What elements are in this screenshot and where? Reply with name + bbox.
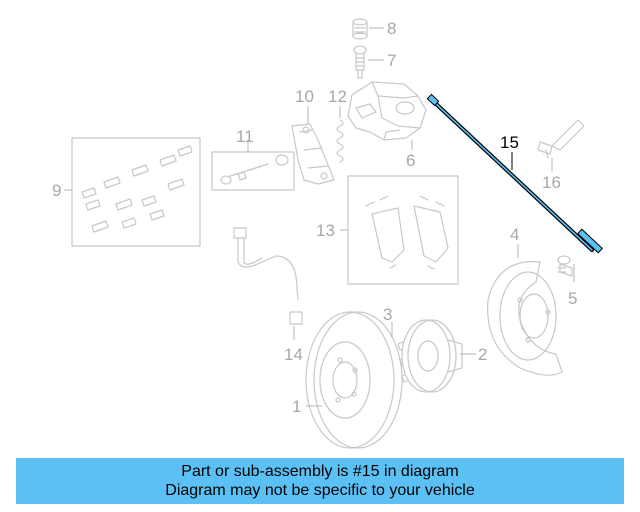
callout-2: 2	[478, 345, 487, 364]
part-9-pad-clips	[71, 137, 201, 247]
callout-12: 12	[328, 87, 347, 106]
callout-14: 14	[284, 345, 303, 364]
banner-line-2: Diagram may not be specific to your vehi…	[165, 482, 475, 499]
callout-1: 1	[292, 397, 301, 416]
part-15-parking-brake-cable	[426, 93, 603, 254]
part-8-bushing	[352, 18, 368, 40]
callout-7: 7	[387, 51, 396, 70]
part-4-dust-shield	[487, 261, 563, 376]
part-5-bolt	[557, 255, 573, 277]
part-16-bracket	[537, 119, 585, 159]
callout-9: 9	[52, 181, 61, 200]
part-12-spring	[336, 119, 344, 163]
callout-10: 10	[295, 87, 314, 106]
part-10-caliper-bracket	[291, 123, 335, 185]
part-1-brake-rotor	[305, 311, 403, 449]
callout-11: 11	[236, 127, 254, 146]
callout-8: 8	[387, 19, 396, 38]
part-13-brake-pads	[347, 175, 459, 285]
info-banner: Part or sub-assembly is #15 in diagram D…	[16, 458, 624, 504]
callout-6: 6	[406, 151, 415, 170]
part-6-brake-caliper	[347, 81, 427, 141]
callout-5: 5	[568, 289, 577, 308]
banner-line-1: Part or sub-assembly is #15 in diagram	[181, 463, 459, 480]
part-2-wheel-hub	[401, 319, 463, 393]
callout-4: 4	[510, 225, 519, 244]
callout-16: 16	[542, 173, 561, 192]
part-14-brake-hose	[233, 227, 303, 325]
part-7-bleeder-screw	[353, 45, 367, 79]
part-11-hardware-kit	[211, 151, 295, 191]
callout-3: 3	[383, 305, 392, 324]
callout-15: 15	[500, 133, 519, 152]
callout-13: 13	[316, 221, 335, 240]
